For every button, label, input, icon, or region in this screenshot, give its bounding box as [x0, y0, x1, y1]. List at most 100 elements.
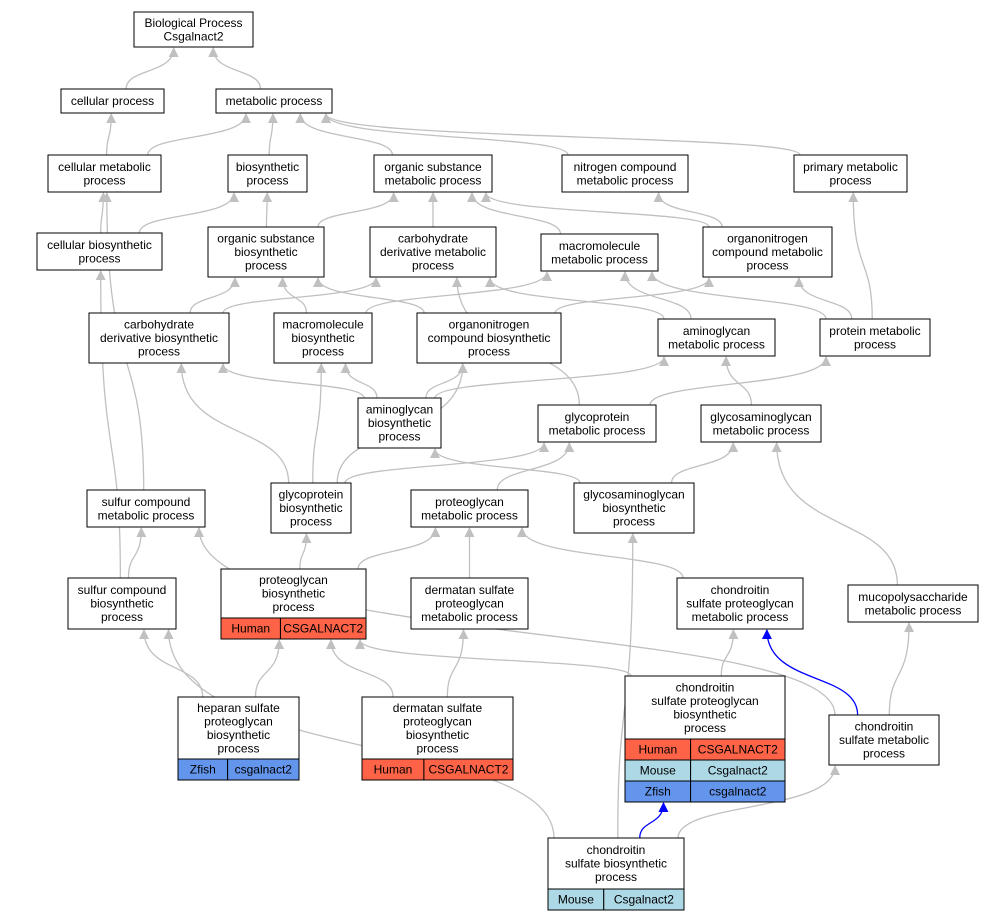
edge-macro-met-to-org-sub-met: [467, 192, 562, 235]
node-label: sulfur compound: [102, 495, 191, 509]
node-label: dermatan sulfate: [393, 701, 483, 715]
node-label: chondroitin: [711, 583, 770, 597]
go-term-met-proc[interactable]: metabolic process: [215, 88, 333, 114]
node-label: metabolic process: [385, 173, 482, 187]
node-label: metabolic process: [551, 252, 648, 266]
node-label: proteoglycan: [435, 495, 504, 509]
node-box: [702, 226, 833, 278]
edge-cell-proc-to-bp: [125, 47, 179, 90]
edge-prot-met-to-macro-met: [647, 271, 827, 320]
node-label: process: [854, 337, 896, 351]
node-label: process: [863, 747, 905, 761]
species-label: Human: [231, 622, 270, 636]
edge-cell-biosyn-to-cell-met: [98, 192, 109, 234]
edge-cs-met-to-mps-met: [888, 622, 915, 716]
gene-label: csgalnact2: [709, 785, 767, 799]
node-label: biosynthetic: [368, 416, 431, 430]
node-box: [573, 482, 695, 534]
node-label: aminoglycan: [366, 403, 433, 417]
species-label: Human: [374, 763, 413, 777]
node-label: metabolic process: [226, 94, 323, 108]
gene-label: CSGALNACT2: [698, 743, 778, 757]
node-label: process: [245, 259, 287, 273]
edge-gag-biosyn-to-gag-met: [670, 442, 739, 484]
node-box: [657, 318, 776, 357]
species-label: Human: [638, 743, 677, 757]
node-label: process: [684, 721, 726, 735]
edge-cs-pg-biosyn-to-pg-biosyn: [355, 639, 632, 677]
node-label: metabolic process: [668, 337, 765, 351]
edge-macro-biosyn-to-macro-met: [365, 271, 552, 314]
node-box: [270, 482, 352, 534]
edge-org-sub-biosyn-to-biosyn: [262, 192, 273, 228]
edge-pg-biosyn-to-pg-met: [357, 527, 441, 570]
node-label: glycoprotein: [565, 410, 630, 424]
node-label: biosynthetic: [236, 160, 299, 174]
go-term-cell-proc[interactable]: cellular process: [60, 88, 165, 114]
go-term-hs-pg-biosyn[interactable]: heparan sulfateproteoglycanbiosyntheticp…: [177, 696, 300, 781]
node-label: derivative biosynthetic: [100, 331, 218, 345]
node-box: [828, 714, 940, 766]
gene-cell: [227, 758, 300, 781]
edge-cs-pg-met-to-pg-met: [517, 527, 684, 579]
edge-org-sub-met-to-met-proc: [295, 113, 394, 156]
edge-cell-met-to-met-proc: [147, 113, 251, 156]
node-box: [700, 404, 822, 443]
node-label: metabolic process: [98, 508, 195, 522]
edge-aminogly-biosyn-to-orgnitro-biosyn: [425, 363, 468, 399]
edge-cell-met-to-cell-proc: [105, 113, 117, 156]
gene-label: CSGALNACT2: [283, 622, 363, 636]
node-label: derivative metabolic: [380, 245, 486, 259]
node-label: aminoglycan: [683, 324, 750, 338]
node-label: sulfate proteoglycan: [686, 597, 793, 611]
node-box: [86, 489, 206, 528]
node-label: chondroitin: [676, 680, 735, 694]
node-box: [819, 318, 931, 357]
node-label: compound metabolic: [712, 245, 823, 259]
gene-cell: [423, 758, 514, 781]
node-label: biosynthetic: [234, 245, 297, 259]
species-label: Mouse: [640, 764, 676, 778]
node-box: [36, 232, 163, 271]
node-label: biosynthetic: [673, 707, 736, 721]
node-label: metabolic process: [713, 423, 810, 437]
go-term-ds-pg-biosyn[interactable]: dermatan sulfateproteoglycanbiosynthetic…: [361, 696, 514, 781]
edge-ds-pg-biosyn-to-ds-pg-met: [446, 629, 469, 698]
node-label: sulfate metabolic: [839, 733, 929, 747]
node-label: biosynthetic: [279, 501, 342, 515]
node-label: glycosaminoglycan: [583, 488, 684, 502]
